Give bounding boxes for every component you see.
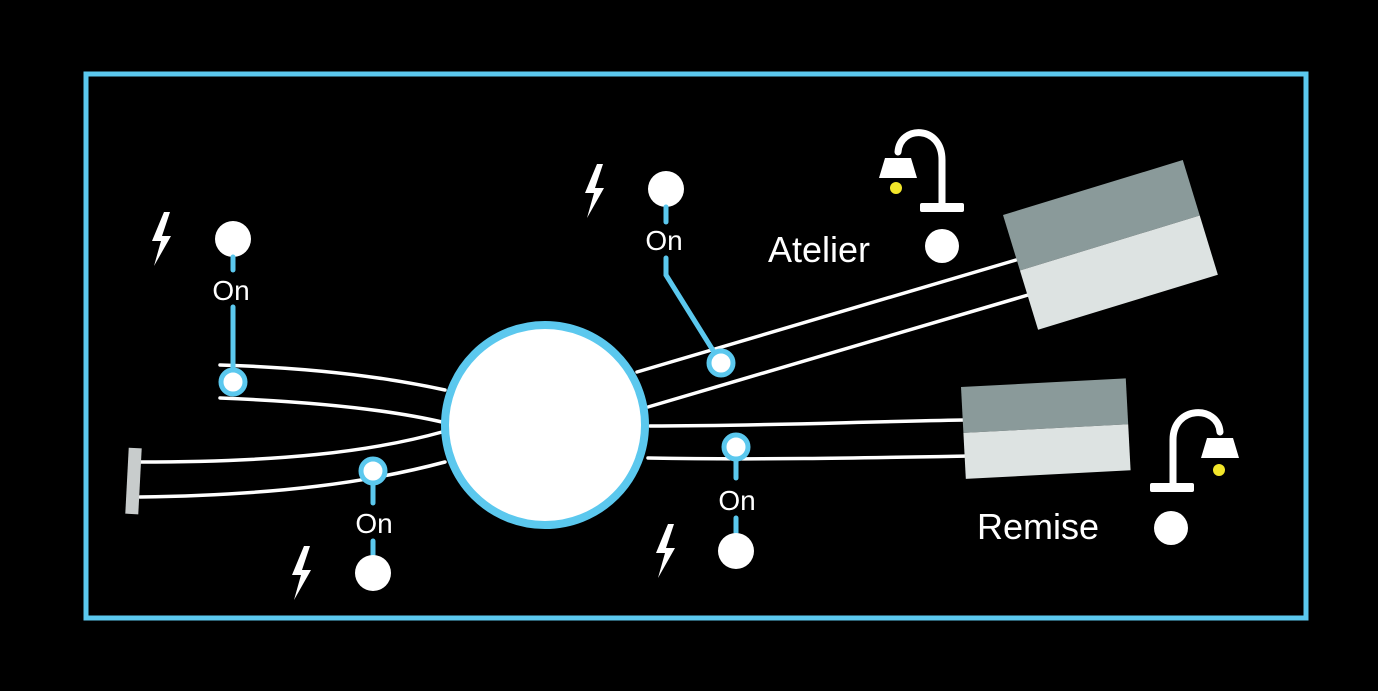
turnout-3-button[interactable] — [648, 171, 684, 207]
lamp-bulb — [890, 182, 902, 194]
street-lamp-icon — [879, 129, 964, 212]
turnout-2-contact[interactable] — [358, 456, 388, 486]
track-left-lower-rail-a — [138, 430, 444, 464]
track-left-lower-rail-b — [138, 460, 447, 499]
buffer-stop — [125, 447, 142, 515]
turnout-4-button[interactable] — [718, 533, 754, 569]
building-atelier — [1003, 160, 1218, 330]
turnout-4: On — [656, 432, 756, 578]
turnout-4-contact[interactable] — [721, 432, 751, 462]
light-remise-button[interactable] — [1154, 511, 1188, 545]
track-remise-rail-a — [648, 418, 966, 428]
light-remise: Remise — [977, 409, 1239, 547]
building-atelier-roof — [1003, 160, 1200, 271]
building-remise-wall — [963, 424, 1131, 479]
tracks — [138, 258, 1030, 499]
track-left-upper-rail-b — [218, 396, 444, 424]
track-remise-rail-b — [646, 454, 970, 461]
light-atelier-label: Atelier — [768, 229, 870, 270]
turnout-3-state-label: On — [645, 225, 682, 256]
light-remise-label: Remise — [977, 506, 1099, 547]
building-remise — [961, 378, 1131, 479]
turnout-4-state-label: On — [718, 485, 755, 516]
turnout-1-state-label: On — [212, 275, 249, 306]
lightning-bolt-icon — [292, 546, 311, 600]
turnout-3-contact[interactable] — [706, 348, 736, 378]
track-atelier-rail-b — [646, 293, 1030, 409]
lightning-bolt-icon — [152, 212, 171, 266]
turnout-3-link-bottom — [663, 255, 717, 355]
turnout-1-contact[interactable] — [218, 367, 248, 397]
turnout-2-button[interactable] — [355, 555, 391, 591]
track-atelier-rail-a — [635, 258, 1018, 374]
light-atelier-button[interactable] — [925, 229, 959, 263]
turnout-2: On — [292, 456, 393, 600]
street-lamp-icon — [1150, 409, 1239, 492]
turnout-1-button[interactable] — [215, 221, 251, 257]
lightning-bolt-icon — [656, 524, 675, 578]
turnout-3: On — [585, 164, 736, 378]
track-left-upper-rail-a — [218, 363, 447, 392]
lamp-bulb — [1213, 464, 1225, 476]
building-remise-roof — [961, 378, 1129, 433]
turnout-2-state-label: On — [355, 508, 392, 539]
panel-frame — [83, 71, 1309, 621]
building-atelier-wall — [1019, 215, 1218, 330]
turntable-icon[interactable] — [441, 321, 649, 529]
light-atelier: Atelier — [768, 129, 964, 270]
lightning-bolt-icon — [585, 164, 604, 218]
turnout-1: On — [152, 212, 251, 397]
